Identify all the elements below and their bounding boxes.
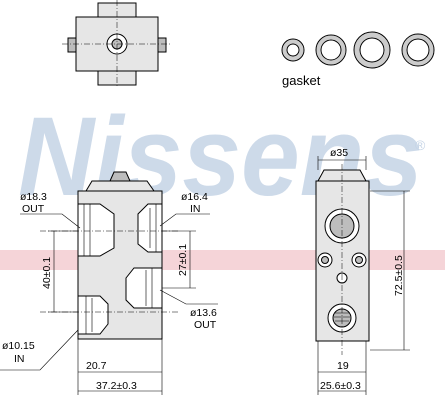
- dim-diameter-35: ø35: [330, 147, 348, 159]
- side-view-head-cap: [109, 171, 131, 182]
- gasket-ring: [401, 33, 435, 67]
- watermark-stripe: [0, 250, 445, 270]
- front-view-right-hole-inner: [355, 256, 363, 264]
- dim-height-27: 27±0.1: [177, 244, 189, 276]
- dim-in-bottom-label: IN: [14, 353, 25, 365]
- port-out-top: [77, 203, 115, 257]
- port-out-bottom: [125, 267, 163, 309]
- dim-width-37-2: 37.2±0.3: [96, 380, 137, 392]
- dim-height-72-5: 72.5±0.5: [393, 255, 405, 296]
- leader-out-top: [20, 213, 81, 229]
- port-in-top-grooves: [149, 204, 157, 252]
- valve-top-view: [62, 0, 172, 88]
- gasket-ring: [315, 34, 347, 66]
- port-in-bottom: [77, 295, 109, 335]
- valve-front-view: [315, 164, 370, 355]
- leader-in-top: [159, 213, 210, 227]
- valve-side-view: [40, 171, 180, 340]
- port-out-top-grooves: [83, 204, 91, 256]
- port-in-bottom-grooves: [85, 296, 93, 334]
- dim-in-bottom-diameter: ø10.15: [2, 340, 35, 352]
- watermark-registered-mark: ®: [415, 137, 426, 153]
- dim-in-top-label: IN: [190, 203, 201, 215]
- gasket-rings: gasket: [281, 31, 435, 88]
- dim-width-19: 19: [337, 360, 349, 372]
- top-view-left-port: [67, 37, 77, 53]
- gasket-ring: [281, 38, 305, 62]
- side-view-head: [85, 180, 155, 192]
- dim-out-top-diameter: ø18.3: [20, 191, 47, 203]
- top-view-right-port: [157, 37, 167, 53]
- leader-in-bottom: [0, 329, 79, 371]
- dim-height-40: 40±0.1: [41, 257, 53, 289]
- dim-in-top-diameter: ø16.4: [181, 191, 208, 203]
- dim-out-top-label: OUT: [22, 203, 45, 215]
- gasket-label: gasket: [282, 73, 321, 88]
- dim-width-25-6: 25.6±0.3: [320, 380, 361, 392]
- leader-out-bottom: [159, 289, 218, 305]
- watermark: Nissens ®: [0, 94, 445, 270]
- gasket-ring: [353, 31, 391, 69]
- front-view-dimension-lines: [317, 156, 410, 395]
- front-view-left-hole-inner: [321, 256, 329, 264]
- dim-width-20-7: 20.7: [86, 360, 107, 372]
- side-view-dimension-lines: [0, 213, 218, 395]
- dim-out-bottom-label: OUT: [194, 319, 217, 331]
- port-out-bottom-grooves: [145, 268, 153, 308]
- dim-out-bottom-diameter: ø13.6: [190, 307, 217, 319]
